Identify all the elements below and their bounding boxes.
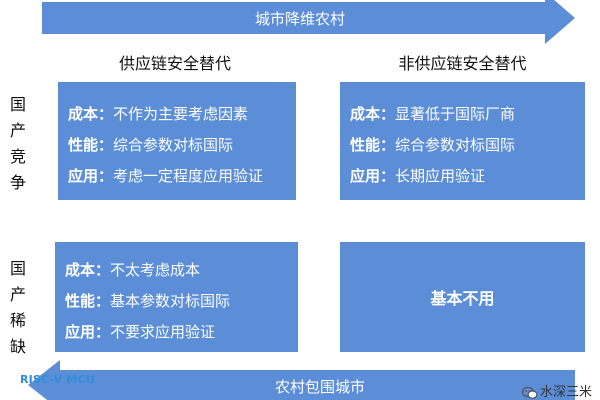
row-header-char: 产: [9, 121, 26, 140]
row-header-char: 国: [9, 95, 26, 114]
wechat-icon: [521, 386, 538, 399]
row-header-char: 竞: [9, 147, 26, 166]
row-header-char: 稀: [9, 311, 26, 330]
bottom-arrow-label: 农村包围城市: [274, 378, 365, 396]
cell-line-cost: 成本：不作为主要考虑因素: [68, 104, 248, 124]
cell-key: 成本：: [350, 105, 396, 123]
cell-value: 显著低于国际厂商: [395, 105, 516, 123]
cell-competition-non-supply-chain: 成本：显著低于国际厂商 性能：综合参数对标国际 应用：长期应用验证: [340, 82, 585, 200]
watermark-right-text: 水深三米: [539, 385, 592, 400]
cell-key: 成本：: [65, 261, 111, 279]
bottom-arrow: [28, 360, 575, 400]
cell-line-application: 应用：不要求应用验证: [65, 322, 215, 342]
watermark-left: RISC-V MCU: [20, 373, 95, 386]
cell-line-application: 应用：长期应用验证: [350, 166, 485, 186]
column-header-supply-chain: 供应链安全替代: [118, 54, 231, 73]
row-header-scarcity: 国 产 稀 缺: [8, 256, 28, 360]
cell-value: 不要求应用验证: [110, 323, 216, 341]
top-arrow-label: 城市降维农村: [254, 10, 345, 28]
cell-key: 成本：: [68, 105, 114, 123]
cell-key: 性能：: [65, 292, 111, 310]
cell-line-cost: 成本：显著低于国际厂商: [350, 104, 515, 124]
cell-value: 不太考虑成本: [110, 261, 201, 279]
row-header-char: 缺: [9, 337, 26, 356]
cell-key: 应用：: [68, 167, 114, 185]
cell-line-performance: 性能：综合参数对标国际: [350, 135, 515, 155]
cell-key: 性能：: [350, 136, 396, 154]
cell-value: 综合参数对标国际: [395, 136, 516, 154]
cell-line-cost: 成本：不太考虑成本: [65, 260, 200, 280]
cell-key: 应用：: [65, 323, 111, 341]
cell-scarcity-supply-chain: 成本：不太考虑成本 性能：基本参数对标国际 应用：不要求应用验证: [55, 242, 298, 352]
row-header-competition: 国 产 竞 争: [8, 92, 28, 196]
row-header-char: 国: [9, 259, 26, 278]
watermark-right: 水深三米: [521, 381, 592, 400]
top-arrow: [42, 0, 575, 44]
cell-value: 考虑一定程度应用验证: [113, 167, 264, 185]
cell-key: 应用：: [350, 167, 396, 185]
cell-scarcity-non-supply-chain: 基本不用: [340, 242, 585, 352]
cell-value: 综合参数对标国际: [113, 136, 234, 154]
cell-key: 性能：: [68, 136, 114, 154]
row-header-char: 争: [9, 173, 26, 192]
cell-value: 长期应用验证: [395, 167, 486, 185]
cell-value: 不作为主要考虑因素: [113, 105, 249, 123]
cell-line-application: 应用：考虑一定程度应用验证: [68, 166, 263, 186]
column-header-non-supply-chain: 非供应链安全替代: [398, 54, 527, 73]
cell-line-performance: 性能：综合参数对标国际: [68, 135, 233, 155]
cell-line-performance: 性能：基本参数对标国际: [65, 291, 230, 311]
cell-text-not-used: 基本不用: [430, 289, 495, 308]
cell-competition-supply-chain: 成本：不作为主要考虑因素 性能：综合参数对标国际 应用：考虑一定程度应用验证: [58, 82, 296, 200]
row-header-char: 产: [9, 285, 26, 304]
cell-value: 基本参数对标国际: [110, 292, 231, 310]
